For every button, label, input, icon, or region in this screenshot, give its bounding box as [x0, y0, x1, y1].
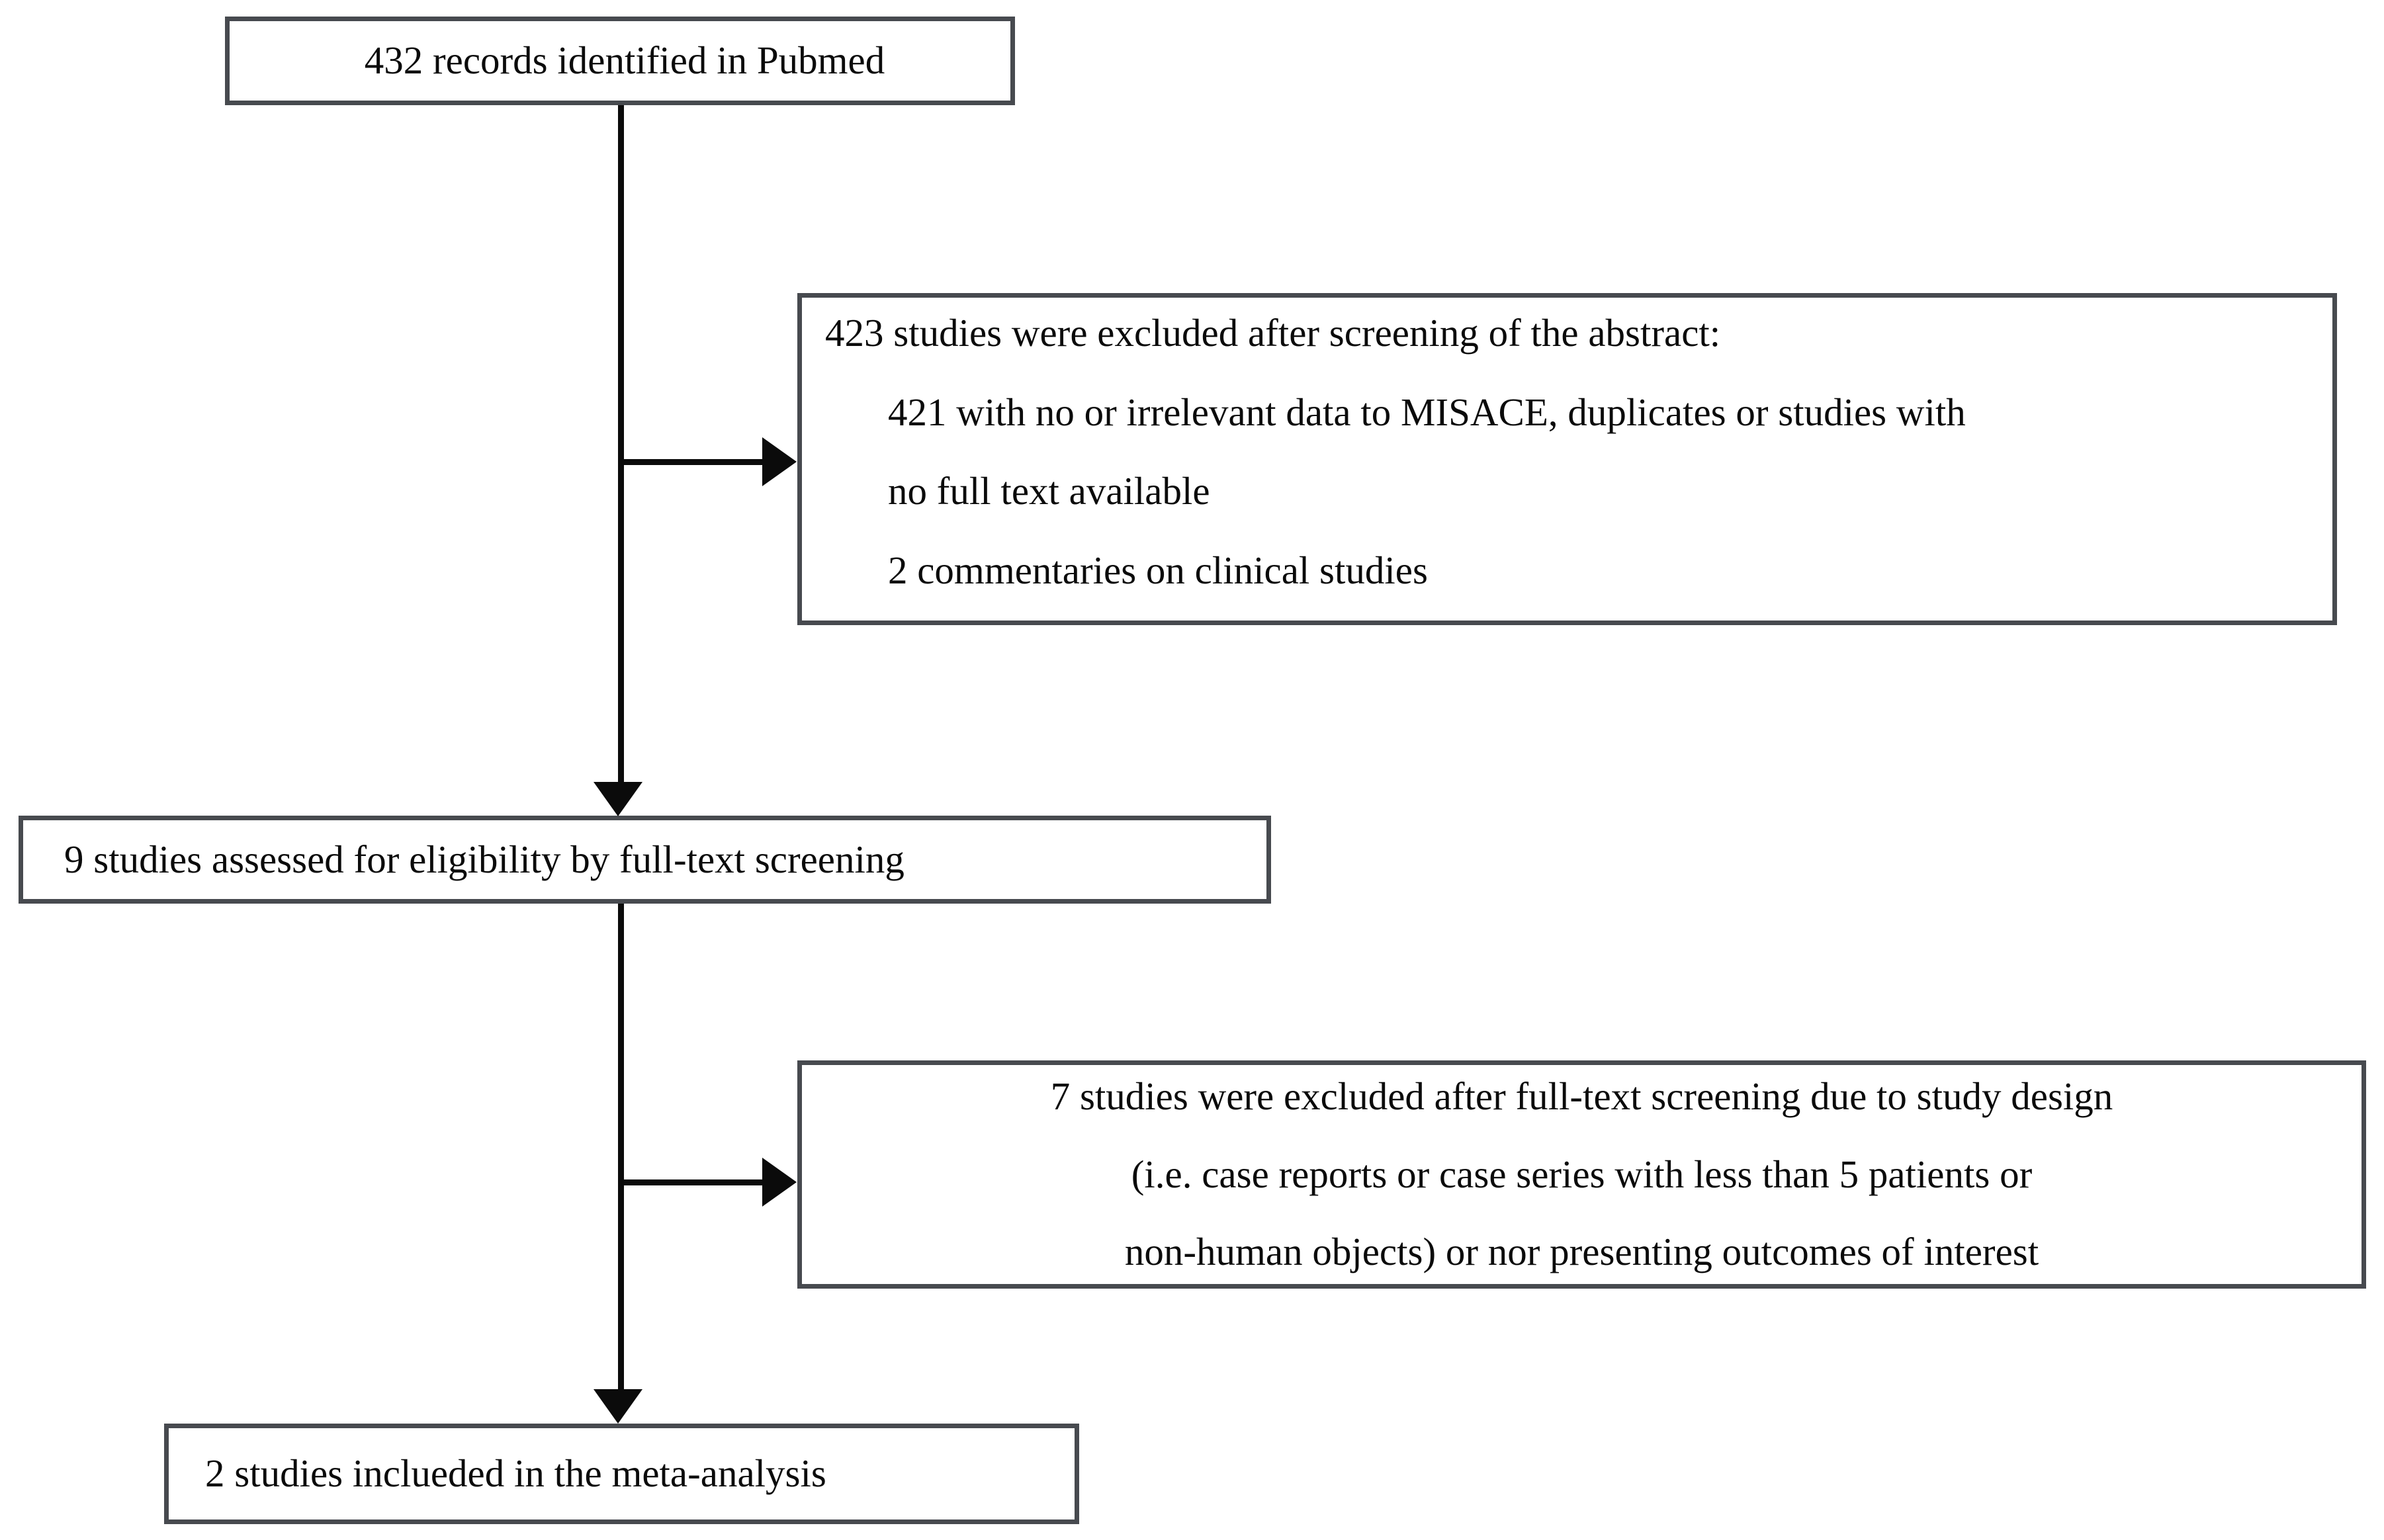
excluded-abstract-reason-2: 2 commentaries on clinical studies [888, 548, 1428, 593]
excluded-fulltext-line-3: non-human objects) or nor presenting out… [1124, 1230, 2039, 1274]
arrow-down-icon-to-eligibility [594, 782, 642, 816]
excluded-fulltext-line-2: (i.e. case reports or case series with l… [1131, 1152, 2033, 1196]
box-studies-assessed-for-eligibility: 9 studies assessed for eligibility by fu… [19, 816, 1271, 904]
box-records-identified: 432 records identified in Pubmed [225, 17, 1015, 105]
included-text: 2 studies inclueded in the meta-analysis [205, 1451, 826, 1496]
arrow-right-icon-to-excluded-abstract [762, 437, 797, 486]
arrow-right-icon-to-excluded-fulltext [762, 1158, 797, 1207]
eligibility-text: 9 studies assessed for eligibility by fu… [64, 837, 905, 881]
arrow-down-icon-to-included [594, 1389, 642, 1424]
box-excluded-after-fulltext-screening: 7 studies were excluded after full-text … [797, 1060, 2366, 1289]
records-identified-text: 432 records identified in Pubmed [364, 38, 885, 83]
connector-line-to-excluded-fulltext [621, 1179, 785, 1185]
connector-line-to-excluded-abstract [621, 459, 785, 465]
connector-line-eligibility-to-included [618, 904, 624, 1390]
excluded-abstract-heading: 423 studies were excluded after screenin… [825, 311, 1721, 355]
connector-line-identified-to-eligibility [618, 105, 624, 784]
excluded-fulltext-line-1: 7 studies were excluded after full-text … [1050, 1074, 2113, 1118]
excluded-abstract-reason-1-line-2: no full text available [888, 469, 1210, 513]
box-excluded-after-abstract-screening: 423 studies were excluded after screenin… [797, 293, 2337, 625]
excluded-abstract-reason-1-line-1: 421 with no or irrelevant data to MISACE… [888, 390, 1966, 434]
box-studies-included-in-meta-analysis: 2 studies inclueded in the meta-analysis [164, 1424, 1079, 1524]
